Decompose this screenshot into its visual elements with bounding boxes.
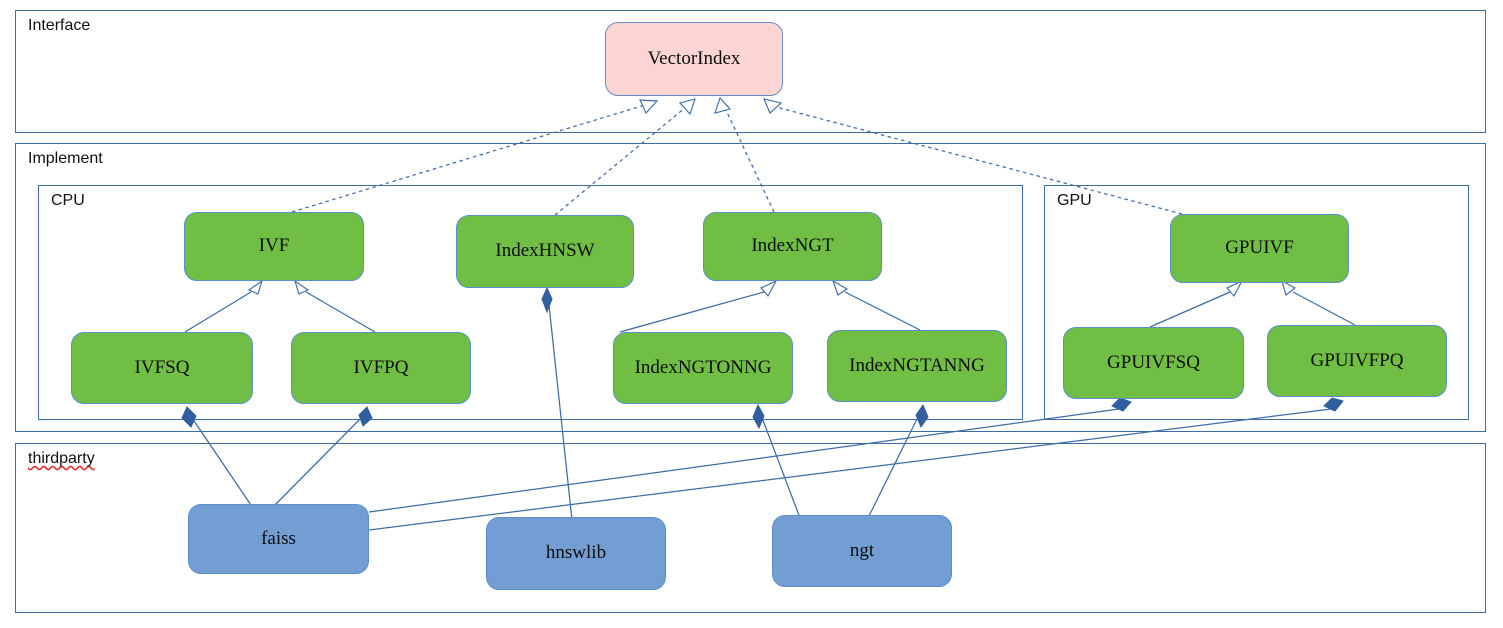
node-ivfpq-label: IVFPQ [353,356,409,378]
node-indexngtonng[interactable]: IndexNGTONNG [613,332,793,404]
container-thirdparty-label: thirdparty [28,450,95,467]
node-indexngtanng-label: IndexNGTANNG [849,354,985,376]
node-indexngt-label: IndexNGT [751,235,834,257]
node-ngt-label: ngt [849,539,875,561]
node-gpuivfsq-label: GPUIVFSQ [1107,351,1200,373]
node-ivf[interactable]: IVF [184,212,364,281]
node-ivf-label: IVF [258,235,290,257]
node-faiss-label: faiss [261,527,296,549]
node-indexngtanng[interactable]: IndexNGTANNG [827,330,1007,402]
node-vectorindex-label: VectorIndex [647,47,741,69]
node-hnswlib[interactable]: hnswlib [486,517,666,590]
node-gpuivfsq[interactable]: GPUIVFSQ [1063,327,1244,399]
container-interface-label: Interface [28,17,91,34]
node-indexngt[interactable]: IndexNGT [703,212,882,281]
node-hnswlib-label: hnswlib [545,542,607,564]
node-ngt[interactable]: ngt [772,515,952,587]
node-ivfsq-label: IVFSQ [134,356,190,378]
container-implement-label: Implement [28,150,103,167]
node-faiss[interactable]: faiss [188,504,369,574]
node-ivfpq[interactable]: IVFPQ [291,332,471,404]
node-gpuivfpq-label: GPUIVFPQ [1310,349,1404,371]
node-gpuivfpq[interactable]: GPUIVFPQ [1267,325,1447,397]
container-gpu-label: GPU [1057,192,1092,209]
node-vectorindex[interactable]: VectorIndex [605,22,783,96]
node-indexngtonng-label: IndexNGTONNG [634,356,772,378]
node-gpuivf-label: GPUIVF [1225,237,1294,259]
node-indexhnsw[interactable]: IndexHNSW [456,215,634,288]
node-gpuivf[interactable]: GPUIVF [1170,214,1349,283]
node-ivfsq[interactable]: IVFSQ [71,332,253,404]
container-cpu-label: CPU [51,192,85,209]
node-indexhnsw-label: IndexHNSW [495,240,595,262]
